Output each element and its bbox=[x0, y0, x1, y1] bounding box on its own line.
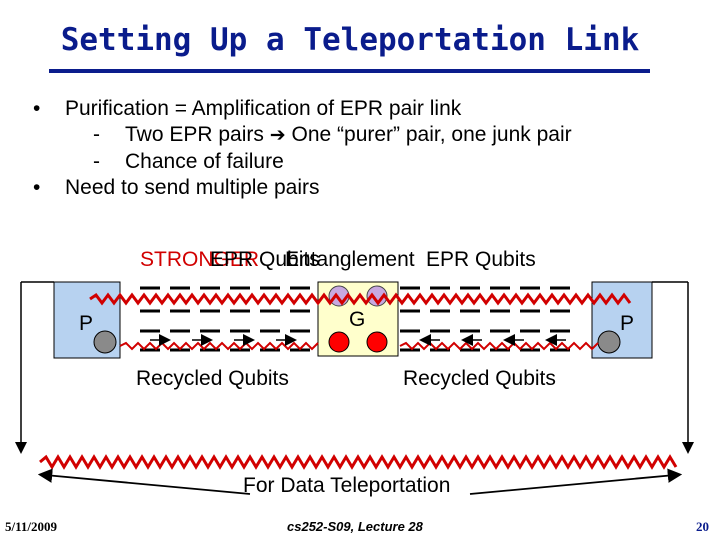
bullet-list: • Purification = Amplification of EPR pai… bbox=[33, 96, 572, 201]
sub-bullet-item: - Chance of failure bbox=[33, 149, 572, 175]
recycled-qubits-label-right: Recycled Qubits bbox=[403, 367, 556, 390]
qubit-circle bbox=[597, 330, 621, 354]
dash-marker: - bbox=[93, 123, 100, 146]
sub-bullet-item: - Two EPR pairs ➔ One “purer” pair, one j… bbox=[33, 122, 572, 149]
entanglement-wave-bottom bbox=[39, 454, 678, 470]
node-label-g: G bbox=[349, 308, 366, 331]
title-underline bbox=[49, 69, 650, 73]
node-label-p-left: P bbox=[79, 312, 94, 335]
bullet-marker: • bbox=[33, 97, 41, 120]
bullet-marker: • bbox=[33, 176, 41, 199]
arrow-to-left-end bbox=[37, 468, 251, 495]
entanglement-wave-lower-right bbox=[399, 341, 599, 351]
footer-page-number: 20 bbox=[696, 519, 709, 534]
slide-title: Setting Up a Teleportation Link bbox=[60, 22, 640, 58]
epr-qubits-label-right: EPR Qubits bbox=[426, 248, 536, 271]
qubit-circle bbox=[93, 330, 117, 354]
footer-date: 5/11/2009 bbox=[5, 519, 58, 534]
bullet-text: Need to send multiple pairs bbox=[65, 176, 320, 199]
entanglement-label: Entanglement bbox=[285, 248, 415, 271]
entanglement-wave-top bbox=[89, 292, 632, 306]
qubit-stream-lines bbox=[140, 286, 580, 352]
bullet-item: • Purification = Amplification of EPR pai… bbox=[33, 96, 572, 122]
entanglement-wave-lower-left bbox=[119, 341, 319, 351]
arrow-right-icon: ➔ bbox=[269, 125, 286, 146]
sub-bullet-text-after: One “purer” pair, one junk pair bbox=[291, 123, 572, 146]
bullet-text: Purification = Amplification of EPR pair… bbox=[65, 97, 462, 120]
footer-course: cs252-S09, Lecture 28 bbox=[287, 519, 423, 534]
dash-marker: - bbox=[93, 150, 100, 173]
recycled-qubits-label-left: Recycled Qubits bbox=[136, 367, 289, 390]
stronger-label: STRONGER bbox=[140, 248, 260, 271]
sub-bullet-text-before: Two EPR pairs bbox=[125, 123, 264, 146]
epr-qubits-label-left: EPR Qubits bbox=[210, 248, 320, 271]
arrow-to-right-end bbox=[469, 468, 683, 495]
qubit-circle-red bbox=[366, 331, 388, 353]
qubit-circle-red bbox=[328, 331, 350, 353]
node-label-p-right: P bbox=[620, 312, 635, 335]
sub-bullet-text: Chance of failure bbox=[125, 150, 284, 173]
qubit-circle-purple bbox=[366, 285, 388, 307]
data-teleportation-label: For Data Teleportation bbox=[243, 474, 451, 497]
bullet-item: • Need to send multiple pairs bbox=[33, 175, 572, 201]
